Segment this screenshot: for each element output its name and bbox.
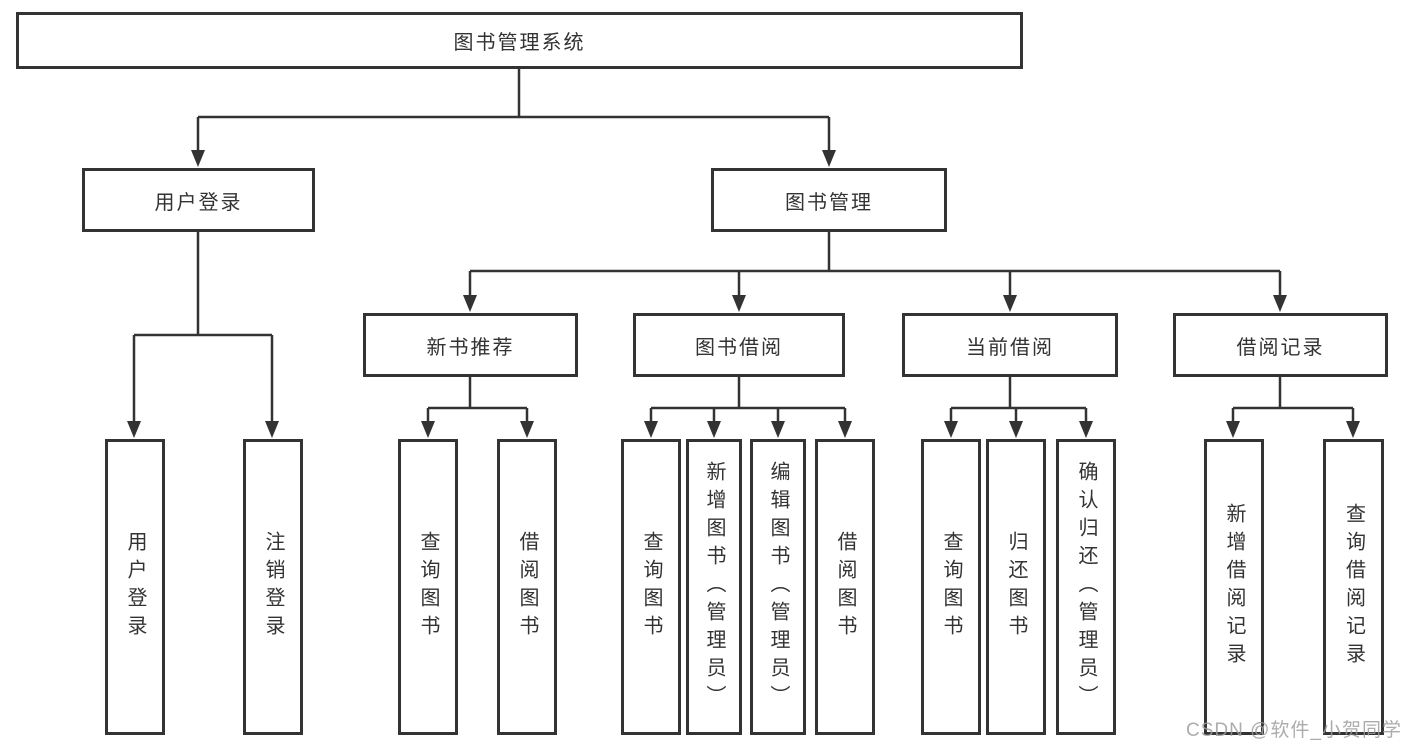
- leaf-query-books-1: 查询图书: [398, 439, 458, 735]
- arrowhead-icon: [421, 421, 435, 438]
- node-label: 查询图书: [940, 531, 962, 643]
- leaf-edit-books-admin: 编辑图书（管理员）: [750, 439, 806, 735]
- node-library-management-system: 图书管理系统: [16, 12, 1023, 69]
- edge-user-login-to-children: [132, 232, 274, 422]
- node-label: 图书管理: [785, 191, 873, 214]
- arrowhead-icon: [1079, 421, 1093, 438]
- node-label: 查询借阅记录: [1342, 503, 1365, 671]
- leaf-logout: 注销登录: [243, 439, 303, 735]
- node-label: 借阅记录: [1236, 336, 1325, 359]
- arrowhead-icon: [463, 295, 477, 312]
- arrowhead-icon: [191, 150, 205, 167]
- arrowhead-icon: [1346, 421, 1360, 438]
- leaf-borrow-books-1: 借阅图书: [497, 439, 557, 735]
- arrowhead-icon: [732, 295, 746, 312]
- edge-new-book-rec-to-children: [426, 377, 529, 422]
- node-label: 借阅图书: [516, 531, 538, 643]
- node-borrowing-records: 借阅记录: [1173, 313, 1388, 377]
- node-label: 图书借阅: [695, 336, 783, 359]
- arrowhead-icon: [520, 421, 534, 438]
- node-label: 新增借阅记录: [1223, 503, 1245, 671]
- leaf-return-books: 归还图书: [986, 439, 1046, 735]
- node-label: 当前借阅: [966, 336, 1054, 359]
- edge-borrow-record-to-children: [1231, 377, 1355, 422]
- node-label: 查询图书: [640, 531, 662, 643]
- node-current-borrowing: 当前借阅: [902, 313, 1118, 377]
- arrowhead-icon: [707, 421, 721, 438]
- arrowhead-icon: [127, 421, 141, 438]
- arrowhead-icon: [1003, 295, 1017, 312]
- leaf-confirm-return-admin: 确认归还（管理员）: [1056, 439, 1116, 735]
- edge-book-mgmt-to-level3: [468, 232, 1282, 296]
- node-label: 归还图书: [1005, 531, 1027, 643]
- leaf-add-borrow-record: 新增借阅记录: [1204, 439, 1264, 735]
- node-label: 用户登录: [124, 531, 146, 643]
- node-label: 查询图书: [417, 531, 439, 643]
- leaf-query-books-3: 查询图书: [921, 439, 981, 735]
- arrowhead-icon: [838, 421, 852, 438]
- arrowhead-icon: [944, 421, 958, 438]
- arrowhead-icon: [644, 421, 658, 438]
- arrowhead-icon: [1273, 295, 1287, 312]
- leaf-user-login: 用户登录: [105, 439, 165, 735]
- node-new-book-recommendation: 新书推荐: [363, 313, 578, 377]
- node-label: 用户登录: [154, 191, 243, 214]
- node-label: 编辑图书（管理员）: [767, 461, 789, 713]
- arrowhead-icon: [822, 150, 836, 167]
- leaf-add-books-admin: 新增图书（管理员）: [686, 439, 742, 735]
- arrowhead-icon: [1226, 421, 1240, 438]
- leaf-query-books-2: 查询图书: [621, 439, 681, 735]
- node-label: 新增图书（管理员）: [703, 461, 725, 713]
- node-book-management: 图书管理: [711, 168, 947, 232]
- edge-root-to-level2: [196, 69, 831, 151]
- node-book-borrowing: 图书借阅: [633, 313, 845, 377]
- arrowhead-icon: [265, 421, 279, 438]
- node-user-login: 用户登录: [82, 168, 315, 232]
- edge-current-borrow-to-children: [949, 377, 1088, 422]
- node-label: 确认归还（管理员）: [1075, 461, 1097, 713]
- arrowhead-icon: [1009, 421, 1023, 438]
- leaf-query-borrow-record: 查询借阅记录: [1323, 439, 1384, 735]
- node-label: 借阅图书: [834, 531, 856, 643]
- node-label: 新书推荐: [426, 336, 515, 359]
- csdn-watermark: CSDN @软件_小贺同学: [1186, 720, 1402, 741]
- edge-book-borrow-to-children: [649, 377, 847, 422]
- leaf-borrow-books-2: 借阅图书: [815, 439, 875, 735]
- node-label: 注销登录: [262, 531, 284, 643]
- arrowheads: [127, 150, 1360, 438]
- node-label: 图书管理系统: [453, 32, 586, 54]
- arrowhead-icon: [771, 421, 785, 438]
